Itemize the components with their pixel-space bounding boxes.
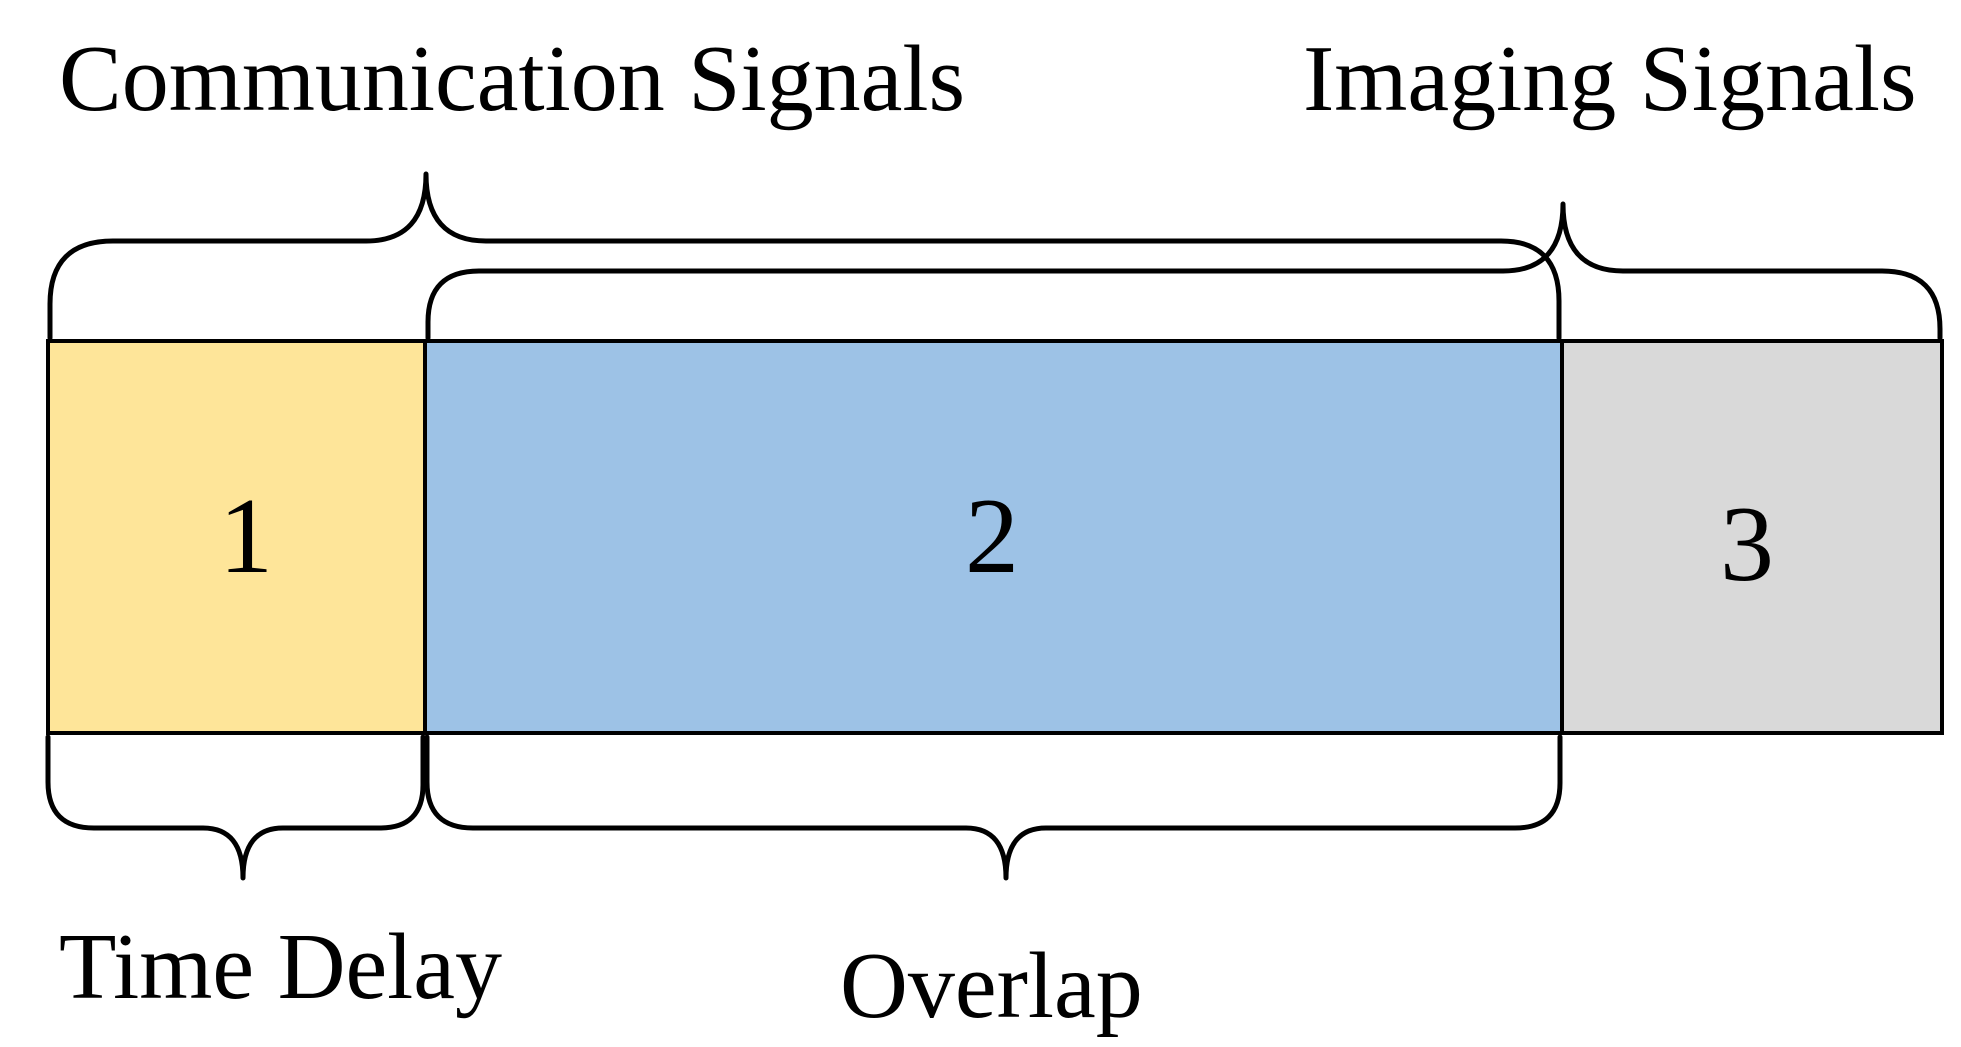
communication-signals-brace xyxy=(47,171,1562,341)
imaging-signals-brace xyxy=(425,201,1943,341)
overlap-label: Overlap xyxy=(840,934,1143,1038)
communication-signals-label: Communication Signals xyxy=(59,27,965,131)
imaging-signals-label: Imaging Signals xyxy=(1303,27,1917,131)
segment-2-block xyxy=(423,339,1564,735)
overlap-brace xyxy=(424,734,1563,881)
segment-1-label: 1 xyxy=(219,477,273,596)
time-delay-brace xyxy=(45,734,426,881)
segment-2-label: 2 xyxy=(965,477,1019,596)
segment-3-label: 3 xyxy=(1720,485,1774,604)
segment-3-block xyxy=(1560,339,1944,735)
time-delay-label: Time Delay xyxy=(59,915,502,1019)
segment-1-block xyxy=(46,339,427,735)
